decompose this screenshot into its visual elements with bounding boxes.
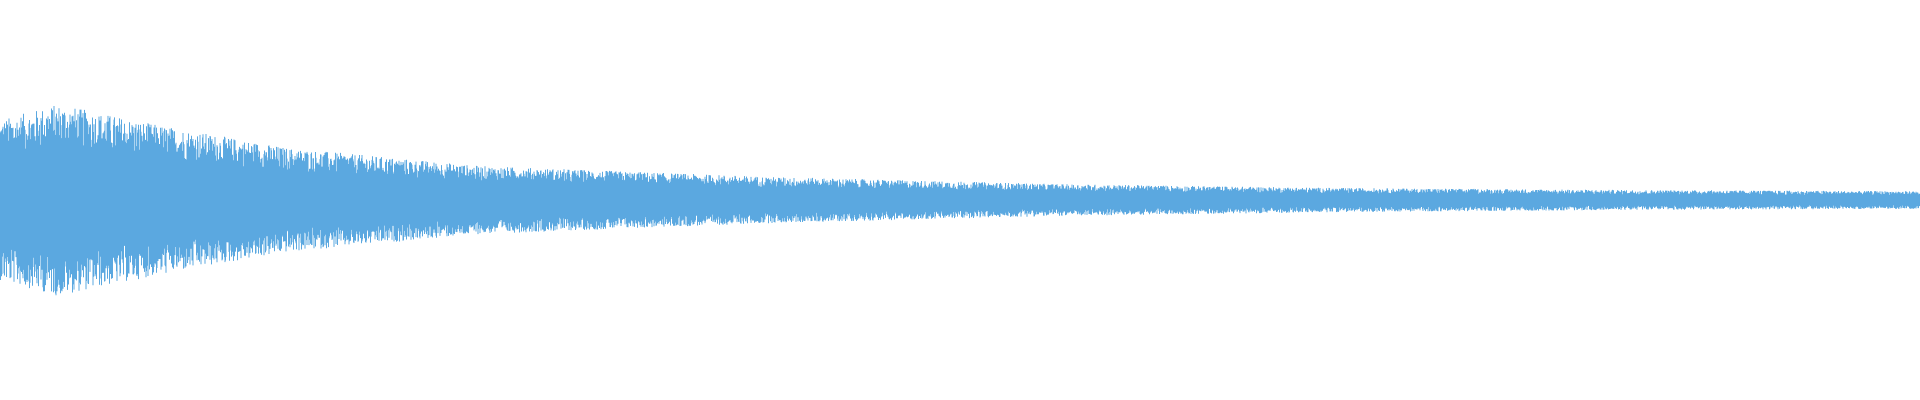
waveform-trace — [0, 106, 1920, 296]
